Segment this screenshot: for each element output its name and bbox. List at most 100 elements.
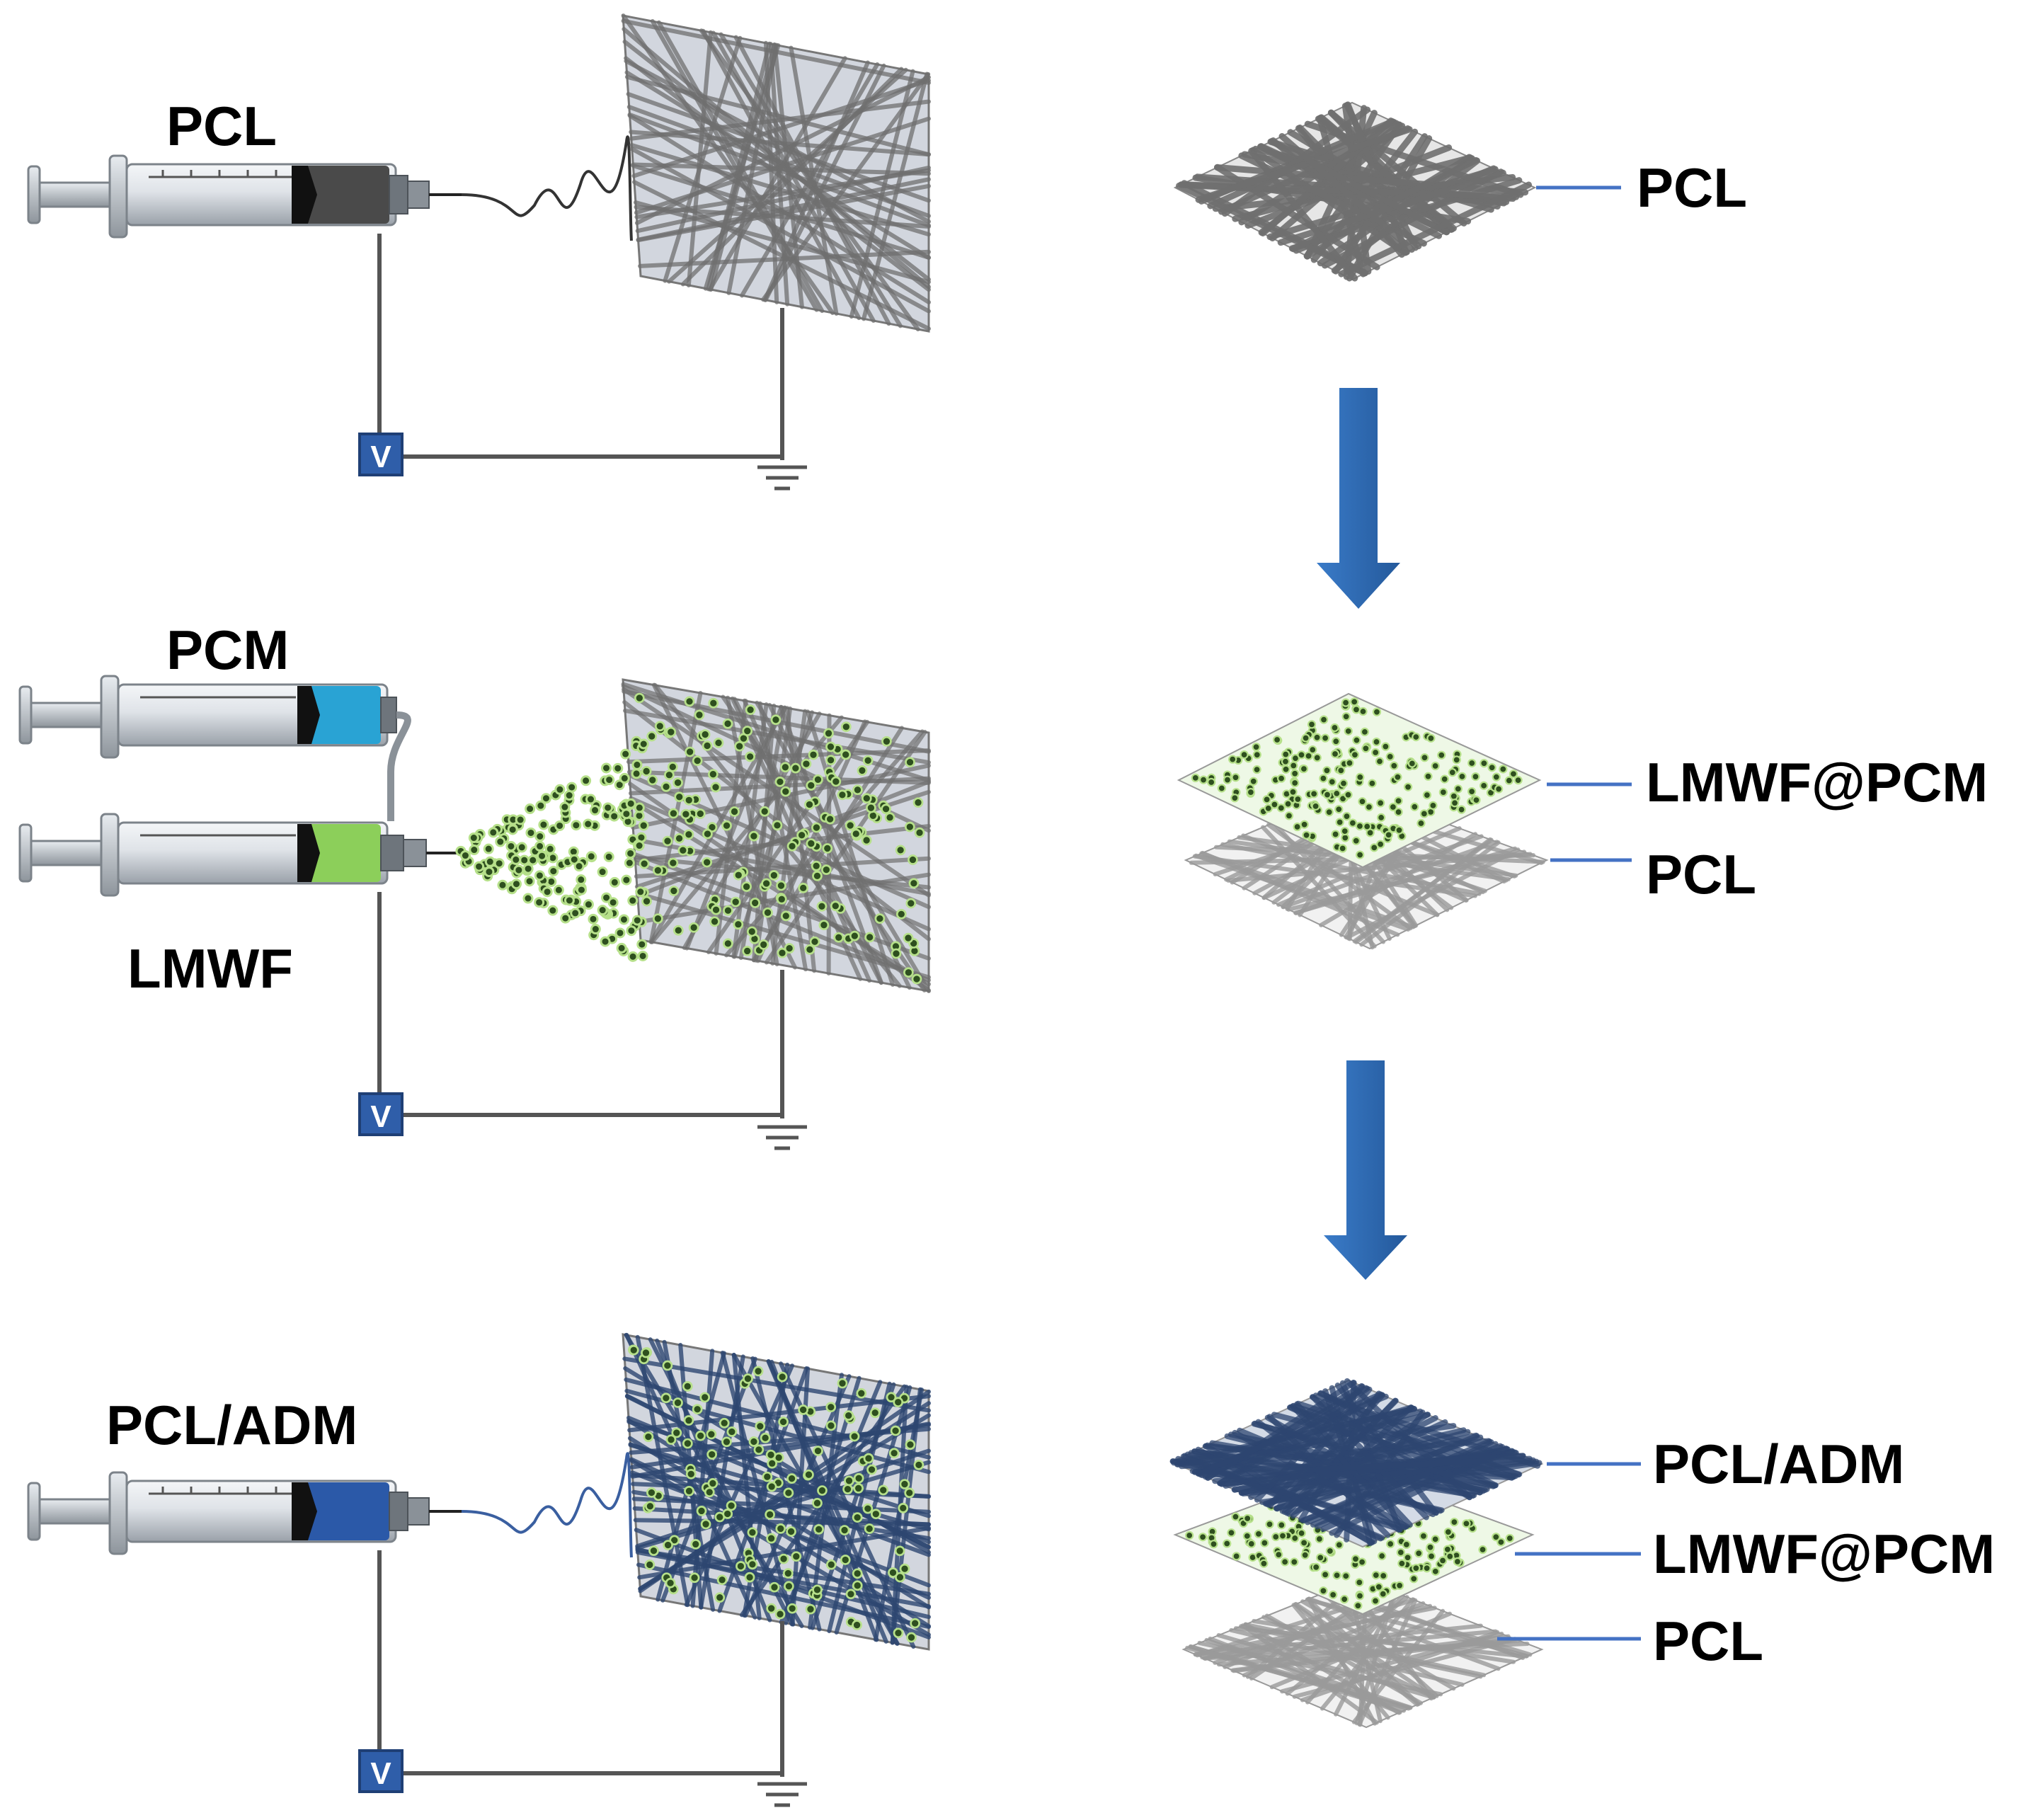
fiber <box>634 168 931 219</box>
fiber <box>686 30 713 288</box>
droplet <box>1422 790 1432 800</box>
droplet <box>1353 1601 1363 1610</box>
fiber <box>1248 147 1358 282</box>
droplet <box>704 1487 715 1498</box>
droplet <box>743 1373 753 1384</box>
droplet <box>1394 808 1403 817</box>
fiber <box>1278 133 1415 253</box>
droplet <box>748 830 760 842</box>
droplet <box>750 898 761 908</box>
fiber <box>624 1377 931 1460</box>
droplet <box>674 833 685 844</box>
droplet <box>635 886 646 898</box>
droplet <box>893 1397 904 1408</box>
droplet <box>1450 1517 1459 1527</box>
droplet <box>1249 777 1258 786</box>
droplet <box>1322 790 1332 799</box>
droplet <box>784 943 795 954</box>
droplet <box>625 848 636 859</box>
droplet <box>780 910 791 922</box>
fiber <box>1195 126 1413 203</box>
droplet <box>1289 761 1298 770</box>
droplet <box>626 925 637 937</box>
droplet <box>1499 765 1508 774</box>
droplet <box>1321 733 1330 743</box>
droplet <box>638 738 649 750</box>
droplet <box>570 908 581 919</box>
droplet <box>1390 761 1399 770</box>
droplet <box>913 1460 925 1470</box>
droplet <box>825 813 835 825</box>
droplet <box>1312 1562 1321 1572</box>
droplet <box>1242 1531 1252 1540</box>
droplet <box>755 1421 766 1432</box>
droplet <box>621 808 632 820</box>
droplet <box>1505 1533 1514 1543</box>
droplet <box>745 704 756 716</box>
droplet <box>722 718 733 729</box>
droplet <box>601 892 612 903</box>
droplet <box>1409 1574 1419 1584</box>
droplet <box>1332 737 1341 746</box>
droplet <box>1402 1540 1411 1550</box>
droplet <box>786 841 798 852</box>
droplet-layer <box>628 1344 925 1643</box>
droplet <box>852 1620 862 1630</box>
droplet <box>548 866 559 877</box>
fiber <box>629 147 931 314</box>
droplet <box>1330 723 1339 733</box>
droplet <box>864 932 875 943</box>
droplet <box>682 1438 693 1449</box>
droplet <box>535 800 546 811</box>
droplet <box>1334 805 1344 814</box>
droplet <box>1299 764 1309 774</box>
droplet <box>765 1509 775 1520</box>
droplet <box>645 1501 656 1512</box>
droplet <box>1372 737 1381 747</box>
droplet <box>830 900 841 912</box>
droplet <box>825 741 836 752</box>
droplet <box>866 1464 877 1475</box>
droplet <box>741 881 752 892</box>
droplet <box>866 802 876 813</box>
droplet <box>682 1381 693 1392</box>
droplet <box>547 905 559 916</box>
droplet <box>874 913 886 924</box>
droplet <box>668 857 679 869</box>
droplet <box>694 808 706 819</box>
droplet <box>1443 1545 1453 1554</box>
droplet <box>1467 787 1477 796</box>
droplet <box>1274 1550 1283 1559</box>
droplet <box>895 845 906 856</box>
droplet <box>833 932 845 943</box>
droplet <box>1223 1539 1232 1548</box>
fiber <box>755 700 931 993</box>
droplet <box>614 927 626 939</box>
droplet <box>1308 745 1317 755</box>
droplet <box>1340 826 1349 836</box>
droplet <box>609 811 620 822</box>
droplet <box>519 854 530 866</box>
pcl-layer <box>1176 101 1533 282</box>
droplet <box>817 1485 828 1496</box>
droplet <box>1284 811 1294 820</box>
droplet <box>601 762 612 774</box>
droplet <box>905 898 917 909</box>
droplet <box>597 866 608 878</box>
droplet <box>853 1472 864 1484</box>
droplet <box>825 1559 837 1570</box>
droplet <box>534 831 546 842</box>
droplet <box>1395 825 1404 835</box>
droplet <box>804 799 815 810</box>
stack-label: PCL <box>1653 1610 1763 1672</box>
collector-plate-icon <box>621 678 931 993</box>
voltage-source-icon: V <box>358 1092 404 1136</box>
ground-icon <box>757 465 807 491</box>
step-3-electrospinning: PCL/ADM <box>27 1332 931 1807</box>
droplet <box>899 1563 910 1574</box>
droplet <box>627 951 639 962</box>
stack-label: PCL <box>1637 156 1747 219</box>
droplet <box>744 1572 755 1583</box>
droplet <box>905 1439 916 1450</box>
droplet <box>1341 698 1351 707</box>
